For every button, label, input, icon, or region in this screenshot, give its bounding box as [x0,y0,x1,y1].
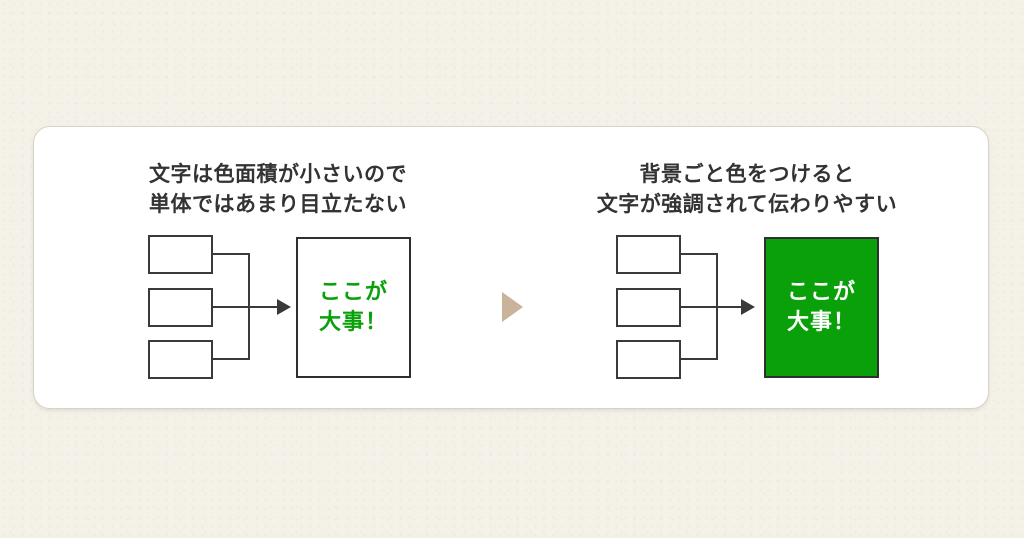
highlight-text: ここが 大事！ [319,278,388,338]
source-box [148,288,213,327]
connector-line [679,358,718,360]
highlight-text-line1: ここが [318,279,388,305]
source-box [148,340,213,379]
panel-left-title-line2: 単体ではあまり目立たない [149,192,407,216]
panel-right-title-line1: 背景ごと色をつけると [639,162,855,186]
divider-triangle-icon [502,292,523,322]
highlight-text-line2: 大事！ [786,309,856,335]
highlight-text-line1: ここが [786,279,856,305]
source-box [616,235,681,274]
highlight-box-filled: ここが 大事！ [764,237,879,378]
connector-line [211,253,250,255]
arrow-shaft [679,306,742,308]
source-box [148,235,213,274]
panel-right-title-line2: 文字が強調されて伝わりやすい [596,192,898,216]
panel-right-title: 背景ごと色をつけると 文字が強調されて伝わりやすい [557,159,937,219]
connector-line [211,358,250,360]
highlight-box-plain: ここが 大事！ [296,237,411,378]
connector-line [679,253,718,255]
panel-left-title-line1: 文字は色面積が小さいので [149,162,407,186]
highlight-text: ここが 大事！ [787,278,856,338]
arrow-head-icon [277,299,291,315]
arrow-shaft [211,306,277,308]
panel-left-title: 文字は色面積が小さいので 単体ではあまり目立たない [88,159,468,219]
source-box [616,288,681,327]
highlight-text-line2: 大事！ [318,309,388,335]
source-box [616,340,681,379]
arrow-head-icon [741,299,755,315]
